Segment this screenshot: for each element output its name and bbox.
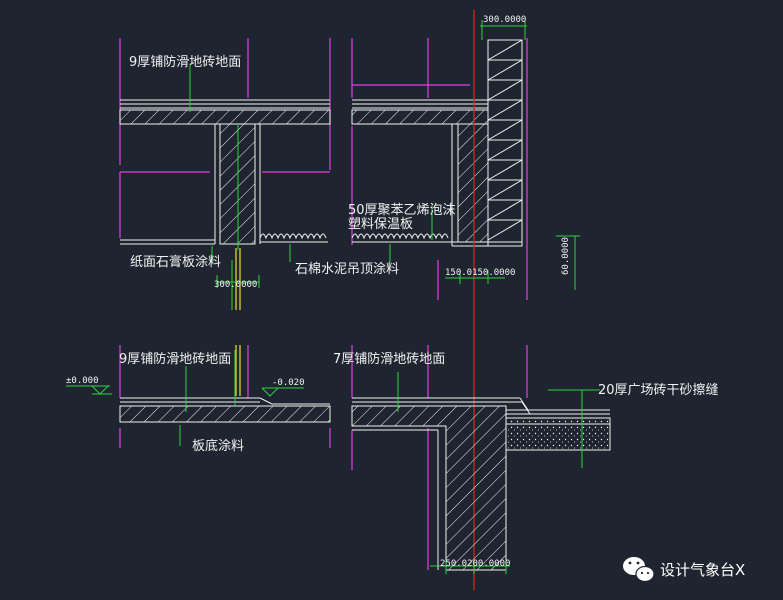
label-top-left-floor: 9厚铺防滑地砖地面 [129, 54, 241, 70]
dim-bottom-pair: 250.0200.0000 [440, 559, 510, 569]
dim-beam-width: 300.0000 [214, 280, 257, 290]
watermark: 设计气象台X [623, 557, 745, 583]
dim-vertical: 60.0000 [561, 237, 571, 275]
label-eps-line2: 塑料保温板 [348, 217, 413, 232]
detail-bottom-right [351, 345, 611, 574]
elevation-minus: -0.020 [272, 378, 305, 388]
detail-top-right [351, 10, 580, 590]
wechat-icon [623, 557, 655, 583]
label-plaza-brick: 20厚广场砖干砂擦缝 [598, 383, 719, 398]
elevation-zero: ±0.000 [66, 376, 99, 386]
label-bottom-right-floor: 7厚铺防滑地砖地面 [333, 351, 445, 367]
detail-top-left [119, 38, 331, 310]
elevation-labels: ±0.000 -0.020 [66, 376, 305, 388]
label-gypsum-board: 纸面石膏板涂料 [130, 254, 221, 270]
dimension-labels: 300.0000 300.0000 150.0150.0000 60.0000 … [214, 15, 571, 569]
label-rock-wool: 石棉水泥吊顶涂料 [295, 261, 399, 277]
dim-top: 300.0000 [483, 15, 526, 25]
annotation-labels: 9厚铺防滑地砖地面 纸面石膏板涂料 石棉水泥吊顶涂料 50厚聚苯乙烯泡沫 塑料保… [119, 54, 719, 454]
dim-wall-pair: 150.0150.0000 [445, 268, 515, 278]
label-eps-line1: 50厚聚苯乙烯泡沫 [348, 203, 456, 218]
detail-bottom-left [66, 345, 331, 448]
label-bottom-left-floor: 9厚铺防滑地砖地面 [119, 351, 231, 367]
watermark-text: 设计气象台X [660, 561, 745, 579]
label-slab-bottom: 板底涂料 [192, 438, 244, 454]
